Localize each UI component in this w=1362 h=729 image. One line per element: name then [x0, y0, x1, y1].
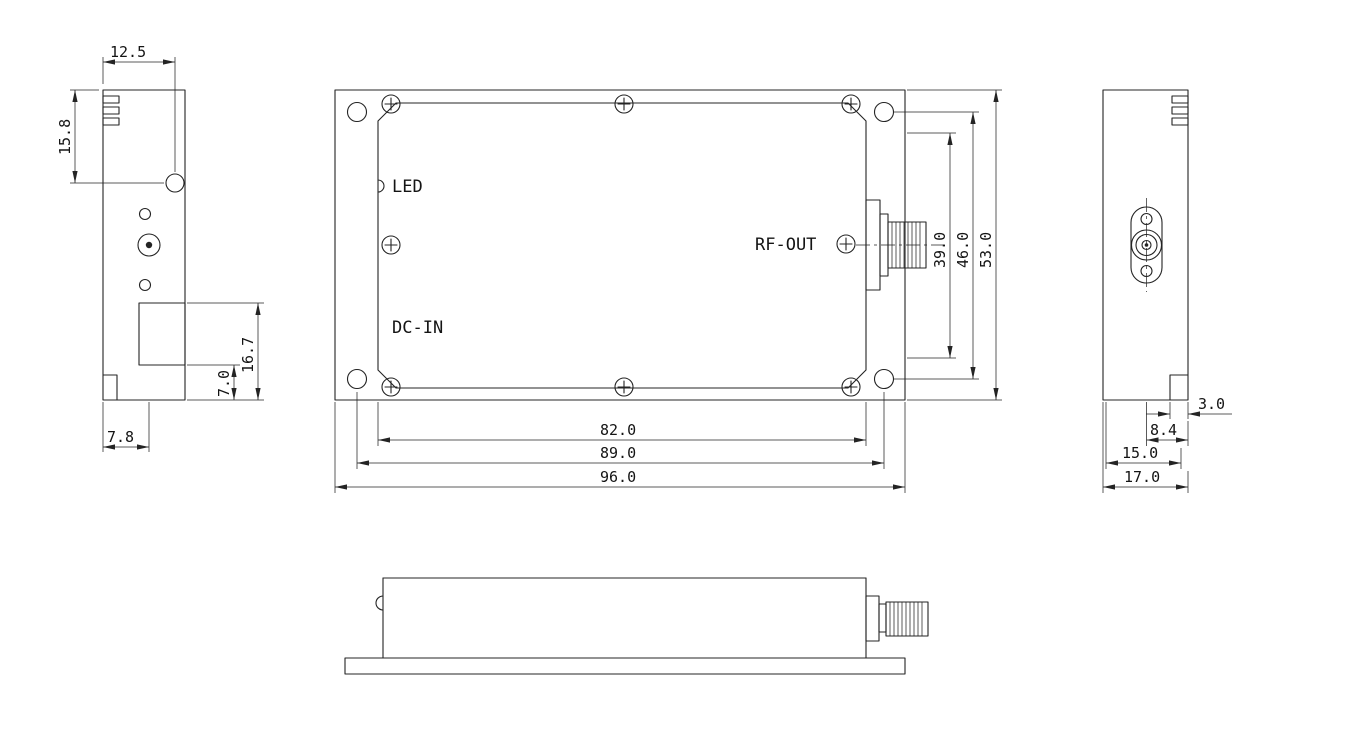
front-view: [344, 577, 929, 675]
corner-hole: [873, 101, 895, 123]
screw: [836, 234, 856, 254]
vent-fin: [102, 106, 120, 115]
dim-top-v-overall: 53.0: [977, 232, 995, 268]
vent-fin: [102, 95, 120, 104]
vent-fin: [1171, 117, 1189, 126]
vent-fin: [102, 117, 120, 126]
screw: [381, 235, 401, 255]
screw: [841, 94, 861, 114]
led-hole: [377, 179, 385, 193]
left-side-view: [102, 89, 186, 401]
screw: [841, 377, 861, 397]
dim-right-foot-depth: 3.0: [1198, 395, 1225, 413]
rf-connector: [856, 199, 944, 291]
dim-left-dc-height: 16.7: [239, 337, 257, 373]
mount-hole: [165, 173, 185, 193]
top-view-dimensions: 39.0 46.0 53.0 82.0 89.0 96.0: [334, 89, 1002, 493]
screw: [614, 94, 634, 114]
dim-top-v-inner: 39.0: [931, 232, 949, 268]
dim-left-hole-offset: 15.8: [56, 119, 74, 155]
screw: [381, 94, 401, 114]
cover-plate: [377, 102, 867, 389]
label-led: LED: [392, 177, 423, 197]
dc-jack-hole: [137, 233, 161, 257]
dim-left-bottom-width: 7.8: [107, 428, 134, 446]
right-view-dimensions: 3.0 8.4 15.0 17.0: [1102, 198, 1232, 493]
sma-connector-side: [865, 595, 929, 642]
screw: [381, 377, 401, 397]
dim-left-top-width: 12.5: [110, 43, 146, 61]
dim-right-overall-width: 17.0: [1124, 468, 1160, 486]
label-rf-out: RF-OUT: [755, 235, 816, 255]
vent-fin: [1171, 95, 1189, 104]
small-hole: [138, 278, 152, 292]
foot-step: [102, 374, 118, 401]
corner-hole: [873, 368, 895, 390]
small-hole: [138, 207, 152, 221]
enclosure-outline: [334, 89, 906, 401]
left-view-dimensions: 12.5 15.8 7.0 16.7 7.8: [56, 43, 264, 452]
dim-right-conn-offset: 8.4: [1150, 421, 1177, 439]
dim-top-inner-width: 82.0: [600, 421, 636, 439]
screw: [614, 377, 634, 397]
top-view: LED DC-IN RF-OUT: [334, 89, 944, 401]
label-dc-in: DC-IN: [392, 318, 443, 338]
dim-top-v-hole: 46.0: [954, 232, 972, 268]
base-flange: [344, 657, 906, 675]
led-hole-side: [375, 595, 384, 611]
dc-connector-outline: [138, 302, 186, 366]
dim-right-inner-width: 15.0: [1122, 444, 1158, 462]
corner-hole: [346, 368, 368, 390]
dim-top-overall-width: 96.0: [600, 468, 636, 486]
right-side-view: [1102, 89, 1189, 401]
dim-top-hole-spacing: 89.0: [600, 444, 636, 462]
corner-hole: [346, 101, 368, 123]
foot-step: [1169, 374, 1189, 401]
dim-left-foot-height: 7.0: [215, 370, 233, 397]
vent-fin: [1171, 106, 1189, 115]
